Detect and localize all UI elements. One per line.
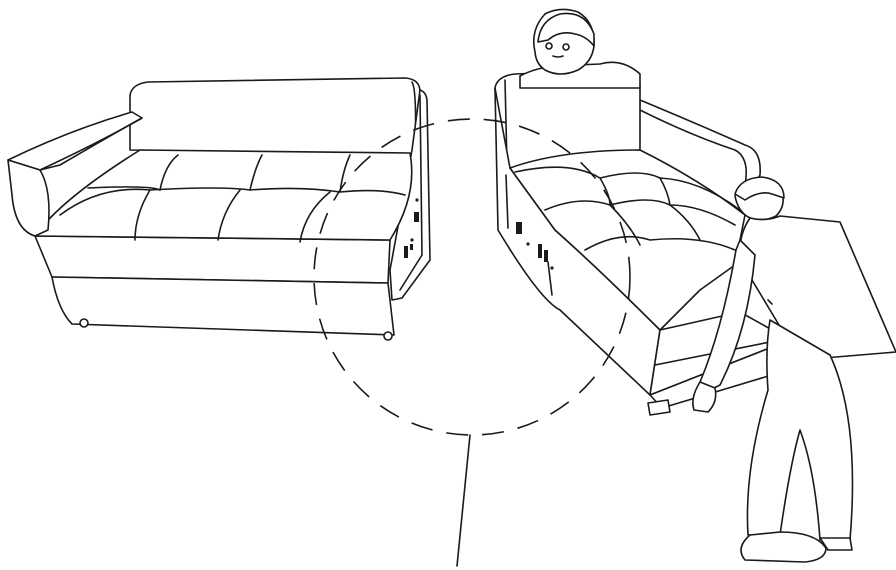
left-sofa-backrest (130, 78, 420, 155)
left-sofa-base (35, 236, 390, 283)
left-sofa (8, 78, 430, 340)
bracket-icon (516, 222, 522, 234)
left-sofa-seat (35, 150, 412, 240)
right-sofa-leg (648, 400, 670, 415)
left-sofa-leg (384, 332, 392, 340)
bracket-icon (404, 246, 408, 258)
person-right-foot (741, 532, 826, 562)
bracket-icon (414, 212, 419, 222)
bracket-icon (538, 244, 542, 258)
left-sofa-leg (80, 319, 88, 327)
person-top (520, 9, 640, 88)
pointer-line (457, 435, 470, 566)
